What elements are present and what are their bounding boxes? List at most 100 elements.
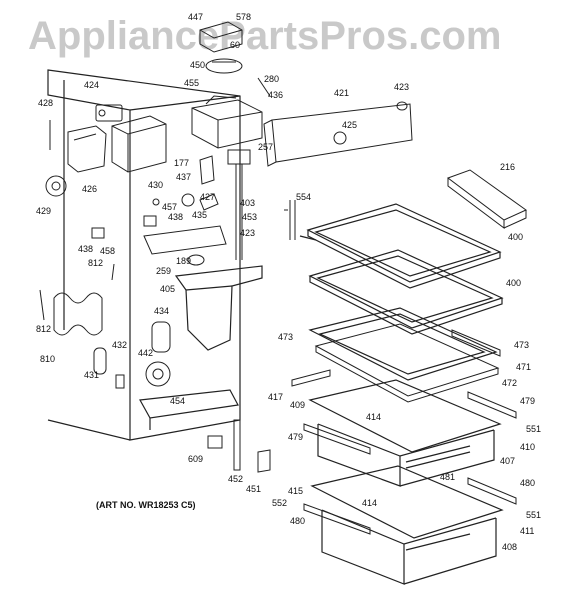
callout-405: 405 <box>160 284 176 294</box>
rail-403 <box>289 200 296 240</box>
callout-450: 450 <box>190 60 206 70</box>
callout-438: 438 <box>168 212 184 222</box>
callout-552: 552 <box>272 498 288 508</box>
rail-453 <box>235 164 243 260</box>
callout-423-b: 423 <box>240 228 256 238</box>
air-duct <box>174 265 263 351</box>
callout-554: 554 <box>296 192 312 202</box>
callout-447: 447 <box>188 12 204 22</box>
grille-432 <box>93 347 107 375</box>
callout-436: 436 <box>268 90 284 100</box>
callout-409: 409 <box>290 400 306 410</box>
part-189 <box>187 254 205 266</box>
callout-427: 427 <box>200 192 216 202</box>
callout-414: 414 <box>366 412 382 422</box>
callout-421: 421 <box>334 88 350 98</box>
grille-434 <box>151 321 171 353</box>
callout-810: 810 <box>40 354 56 364</box>
bulb-280 <box>257 77 271 97</box>
bracket-452 <box>233 419 241 471</box>
part-457 <box>152 198 160 206</box>
callout-411: 411 <box>520 526 535 536</box>
callout-458: 458 <box>100 246 116 256</box>
rail-480-right <box>467 477 517 505</box>
fan-429 <box>45 175 67 197</box>
rear-panel <box>263 103 413 167</box>
callout-480-left: 480 <box>290 516 306 526</box>
callout-457: 457 <box>162 202 178 212</box>
liner <box>47 69 241 441</box>
housing-426 <box>67 125 107 173</box>
rail-479-right <box>467 391 517 419</box>
light-socket <box>95 104 123 122</box>
callout-407: 407 <box>500 456 516 466</box>
callout-415: 415 <box>288 486 304 496</box>
callout-435: 435 <box>192 210 208 220</box>
callout-403: 403 <box>240 198 256 208</box>
callout-408: 408 <box>502 542 518 552</box>
callout-259: 259 <box>156 266 172 276</box>
crisper-pan-lower <box>310 465 504 585</box>
coil-810 <box>53 292 103 336</box>
cover-259 <box>143 225 227 255</box>
air-duct-upper <box>111 115 167 173</box>
control-housing <box>191 95 263 149</box>
callout-454: 454 <box>170 396 186 406</box>
callout-400-upper: 400 <box>508 232 524 242</box>
callout-430: 430 <box>148 180 164 190</box>
callout-424: 424 <box>84 80 100 90</box>
callout-425: 425 <box>342 120 358 130</box>
part-427 <box>199 155 215 185</box>
callout-423: 423 <box>394 82 410 92</box>
callout-429: 429 <box>36 206 52 216</box>
rail-417 <box>291 369 331 387</box>
callout-479-left: 479 <box>288 432 304 442</box>
wire-812 <box>111 263 115 281</box>
callout-434: 434 <box>154 306 170 316</box>
callout-189: 189 <box>176 256 192 266</box>
callout-551: 551 <box>526 424 542 434</box>
callout-216: 216 <box>500 162 516 172</box>
callout-414-lower: 414 <box>362 498 378 508</box>
callout-410: 410 <box>520 442 536 452</box>
callout-417: 417 <box>268 392 284 402</box>
callout-609: 609 <box>188 454 204 464</box>
callout-471: 471 <box>516 362 532 372</box>
rail-479-left <box>303 423 371 455</box>
rail-480-left <box>303 503 371 535</box>
bracket-451 <box>257 449 271 473</box>
top-cap <box>199 21 243 74</box>
shelf-lower <box>308 249 504 335</box>
callout-473-left: 473 <box>278 332 294 342</box>
callout-280: 280 <box>264 74 280 84</box>
callout-472: 472 <box>502 378 518 388</box>
crisper-pan-upper <box>308 379 502 487</box>
wire-812-left <box>39 289 45 321</box>
bin-216 <box>446 169 527 229</box>
callout-812: 812 <box>88 258 104 268</box>
callout-428: 428 <box>38 98 54 108</box>
part-438-left <box>91 227 105 239</box>
callout-452: 452 <box>228 474 244 484</box>
frame-472 <box>314 323 500 403</box>
bin-rail-473 <box>451 329 501 357</box>
crisper-cover <box>308 307 498 381</box>
part-435 <box>199 193 219 211</box>
part-431 <box>115 374 125 389</box>
callout-438-left: 438 <box>78 244 94 254</box>
callout-60: 60 <box>230 40 241 50</box>
callout-578: 578 <box>236 12 252 22</box>
callout-442: 442 <box>138 348 154 358</box>
callout-431: 431 <box>84 370 100 380</box>
callout-480-right: 480 <box>520 478 536 488</box>
callout-426: 426 <box>82 184 98 194</box>
callout-812-left: 812 <box>36 324 52 334</box>
callout-473-right: 473 <box>514 340 530 350</box>
callout-437: 437 <box>176 172 192 182</box>
art-number: (ART NO. WR18253 C5) <box>96 500 196 510</box>
callout-551-lower: 551 <box>526 510 542 520</box>
part-437 <box>181 193 195 207</box>
part-609 <box>207 435 223 449</box>
